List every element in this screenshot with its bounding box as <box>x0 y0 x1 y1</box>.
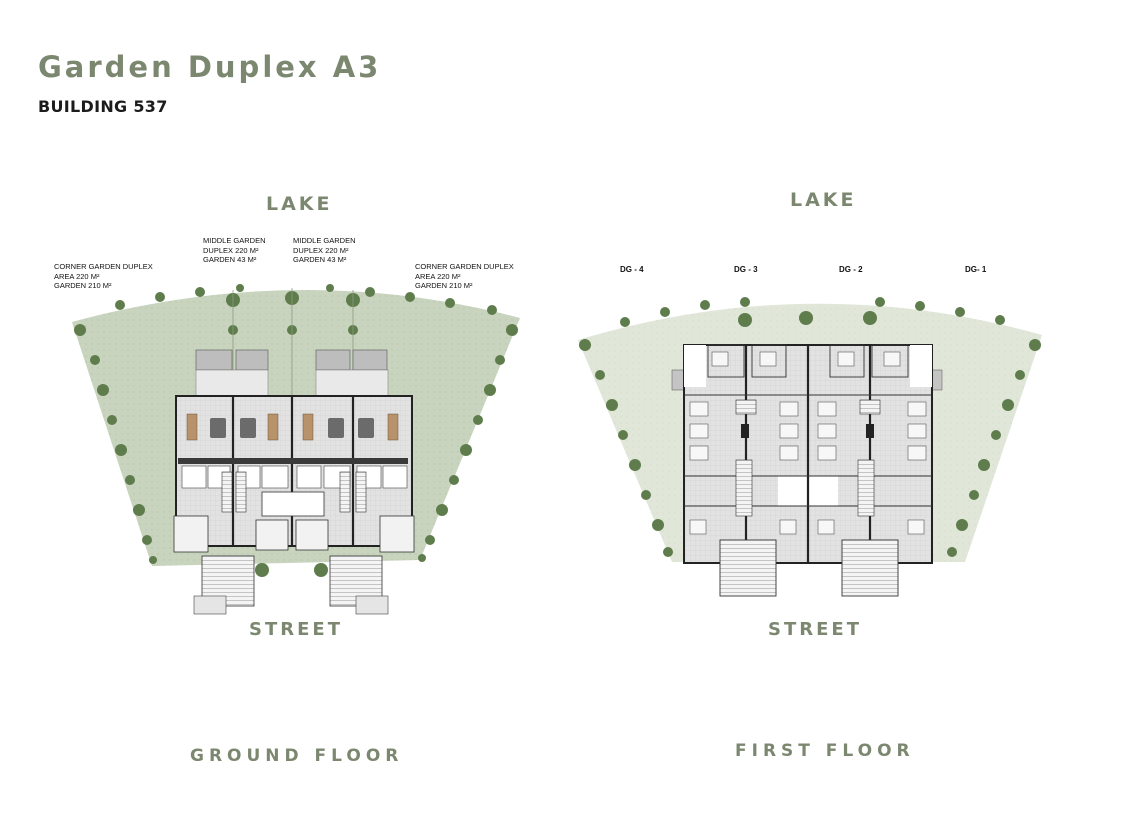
ground-entrances <box>201 555 383 607</box>
first-bedrooms <box>689 351 927 535</box>
unit-tag-dg4: DG - 4 <box>620 265 644 274</box>
ground-terraces <box>195 349 388 371</box>
unit-tag-dg3: DG - 3 <box>734 265 758 274</box>
unit-label-corner-west: CORNER GARDEN DUPLEX AREA 220 M² GARDEN … <box>54 262 153 290</box>
first-lake-label: LAKE <box>790 189 857 211</box>
unit-label-middle-east: MIDDLE GARDEN DUPLEX 220 M² GARDEN 43 M² <box>293 236 356 264</box>
first-tree-border <box>579 297 1041 557</box>
page-title: Garden Duplex A3 <box>38 50 382 84</box>
unit-tag-dg1: DG- 1 <box>965 265 987 274</box>
first-street-label: STREET <box>768 619 862 640</box>
unit-label-middle-west: MIDDLE GARDEN DUPLEX 220 M² GARDEN 43 M² <box>203 236 266 264</box>
building-label: BUILDING 537 <box>38 97 168 116</box>
ground-floor-plan <box>72 284 520 615</box>
ground-lake-label: LAKE <box>266 193 333 215</box>
unit-label-corner-east: CORNER GARDEN DUPLEX AREA 220 M² GARDEN … <box>415 262 514 290</box>
first-floor-caption: FIRST FLOOR <box>735 741 915 761</box>
ground-street-label: STREET <box>249 619 343 640</box>
first-entrances <box>719 539 899 597</box>
first-floor-plan <box>578 297 1042 597</box>
unit-tag-dg2: DG - 2 <box>839 265 863 274</box>
ground-floor-caption: GROUND FLOOR <box>190 746 404 766</box>
